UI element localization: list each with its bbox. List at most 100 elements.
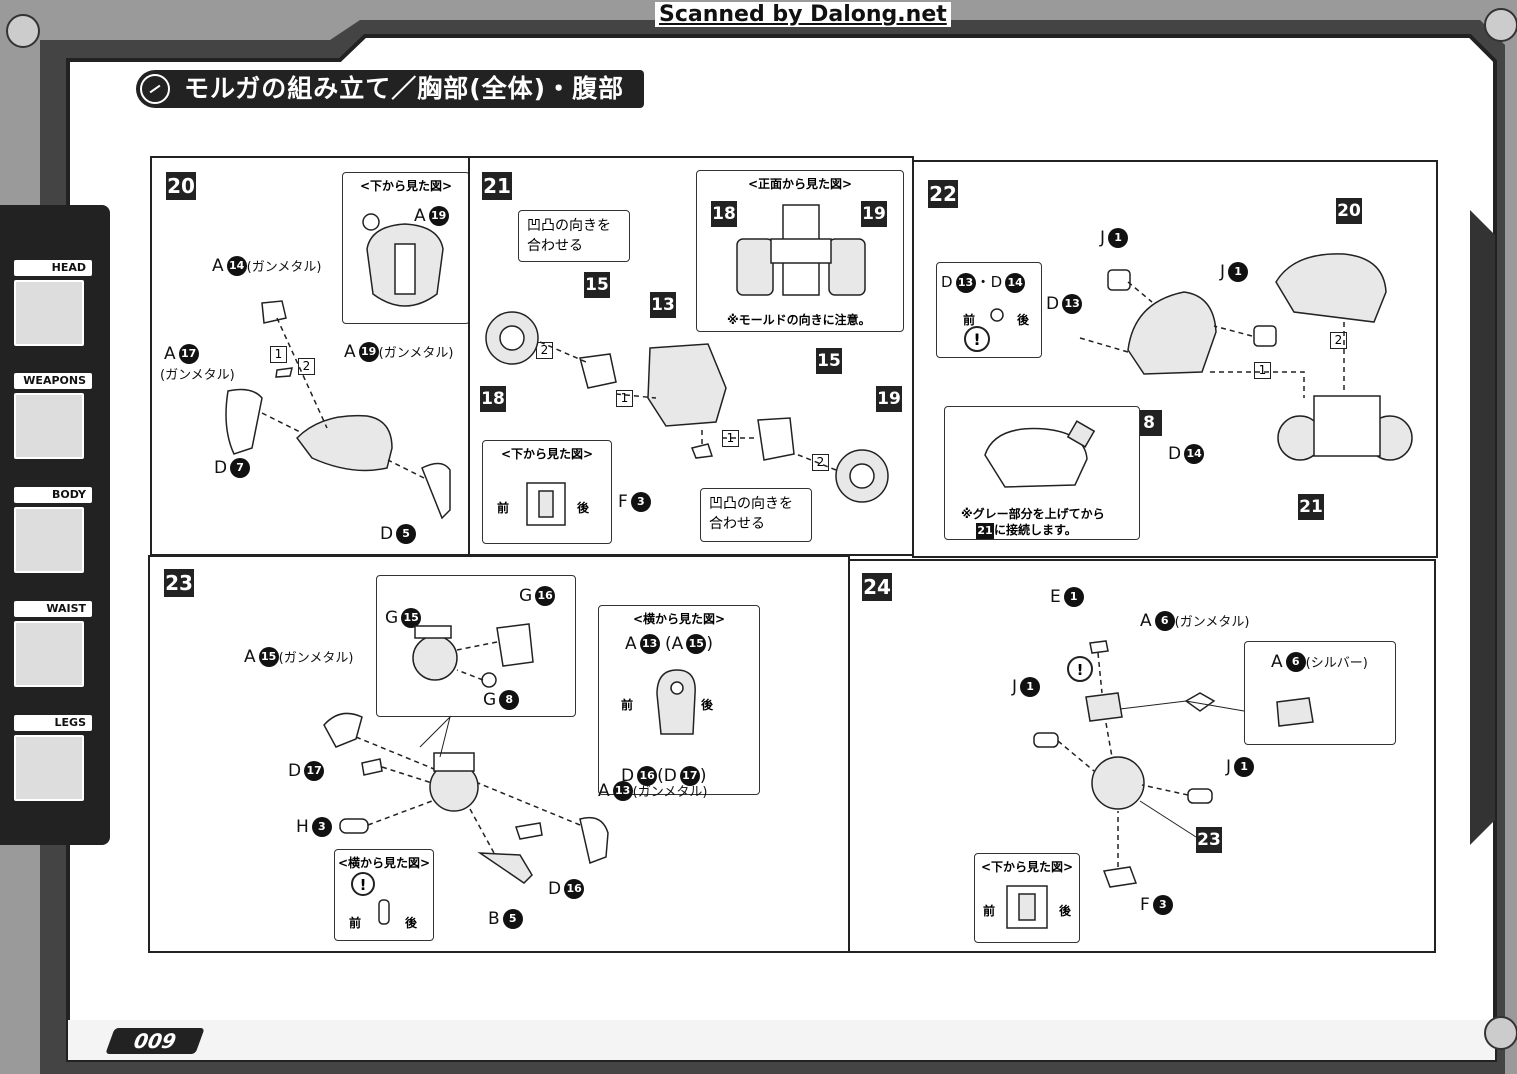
part-23: 23: [1196, 827, 1222, 853]
svg-text:!: !: [1077, 661, 1084, 679]
svg-text:!: !: [973, 330, 980, 349]
assembly-diagram: [1079, 253, 1413, 461]
view-title: <下から見た図>: [359, 179, 453, 193]
svg-text:!: !: [360, 876, 367, 894]
mold-note: ※モールドの向きに注意。: [727, 313, 871, 327]
part-20: 20: [1336, 198, 1362, 224]
part-18: 18: [480, 386, 506, 412]
back-label: 後: [577, 501, 590, 515]
side-view-box-2: <横から見た図> ! 前 後: [334, 849, 434, 941]
front-label: 前: [349, 916, 362, 930]
part-15: 15: [816, 348, 842, 374]
assembly-diagram: [323, 712, 609, 884]
front-label: 前: [983, 904, 996, 918]
view-title: <下から見た図>: [500, 447, 594, 461]
view-title: <下から見た図>: [980, 860, 1074, 874]
part-21: 21: [1298, 494, 1324, 520]
note-line-2: 21に接続します。: [976, 522, 1077, 539]
substep-2: 2: [298, 358, 315, 375]
tab-head[interactable]: HEAD: [14, 260, 92, 346]
part-diagram: [362, 213, 444, 307]
part-15: 15: [584, 272, 610, 298]
note-box: ※グレー部分を上げてから 21に接続します。: [944, 406, 1140, 540]
back-label: 後: [1059, 904, 1072, 918]
substep-2: 2: [1330, 332, 1347, 349]
callout-top: 凹凸の向きを 合わせる: [518, 210, 630, 262]
tab-legs[interactable]: LEGS: [14, 715, 92, 801]
assembly-diagram: [225, 300, 451, 520]
compass-icon: [140, 74, 170, 104]
part-diagram: [984, 420, 1096, 488]
corner-bolt-icon: [1484, 8, 1517, 42]
step-number: 21: [482, 172, 512, 200]
attention-icon: !: [351, 872, 390, 925]
tab-weapons[interactable]: WEAPONS: [14, 373, 92, 459]
substep-1: 1: [1254, 362, 1271, 379]
section-tabs: HEAD WEAPONS BODY WAIST LEGS: [0, 205, 110, 845]
part-diagram: [412, 623, 534, 688]
tab-label: LEGS: [14, 715, 92, 731]
view-title: <横から見た図>: [337, 856, 431, 870]
step-number: 23: [164, 569, 194, 597]
front-view-box: <正面から見た図> 18 19 ※モールドの向きに注意。: [696, 170, 904, 332]
tab-label: WAIST: [14, 601, 92, 617]
part-diagram: [1276, 697, 1314, 727]
part-13: 13: [650, 292, 676, 318]
callout-text: 凹凸の向きを 合わせる: [527, 218, 611, 254]
legs-icon: [14, 735, 84, 801]
back-label: 後: [701, 698, 714, 712]
front-label: 前: [497, 501, 510, 515]
part-8: 8: [1136, 410, 1162, 436]
front-label: 前: [963, 313, 976, 327]
part-diagram: [656, 669, 696, 735]
part-19: 19: [876, 386, 902, 412]
part-diagram: [1006, 885, 1048, 929]
label-a17-sub: (ガンメタル): [160, 368, 235, 383]
view-title: <横から見た図>: [632, 612, 726, 626]
assembly-diagram: !: [1033, 640, 1245, 888]
step-number: 20: [166, 172, 196, 200]
bottom-view-box: <下から見た図> 前 後: [482, 440, 612, 544]
callout-bottom: 凹凸の向きを 合わせる: [700, 488, 812, 542]
tab-body[interactable]: BODY: [14, 487, 92, 573]
attention-icon: !: [964, 308, 1004, 352]
step-number: 22: [928, 180, 958, 208]
corner-bolt-icon: [1484, 1016, 1517, 1050]
bottom-view-box: <下から見た図>: [342, 172, 470, 324]
assembly-diagram: [485, 311, 889, 503]
note-line-1: ※グレー部分を上げてから: [961, 507, 1105, 521]
part-19: 19: [861, 201, 887, 227]
back-label: 後: [405, 916, 418, 930]
callout-text: 凹凸の向きを 合わせる: [709, 496, 793, 532]
bottom-view-box: <下から見た図> 前 後: [974, 853, 1080, 943]
part-diagram: [526, 482, 566, 526]
page-number: 009: [105, 1028, 205, 1054]
substep-2: 2: [812, 454, 829, 471]
tab-label: BODY: [14, 487, 92, 503]
tab-label: WEAPONS: [14, 373, 92, 389]
tab-waist[interactable]: WAIST: [14, 601, 92, 687]
